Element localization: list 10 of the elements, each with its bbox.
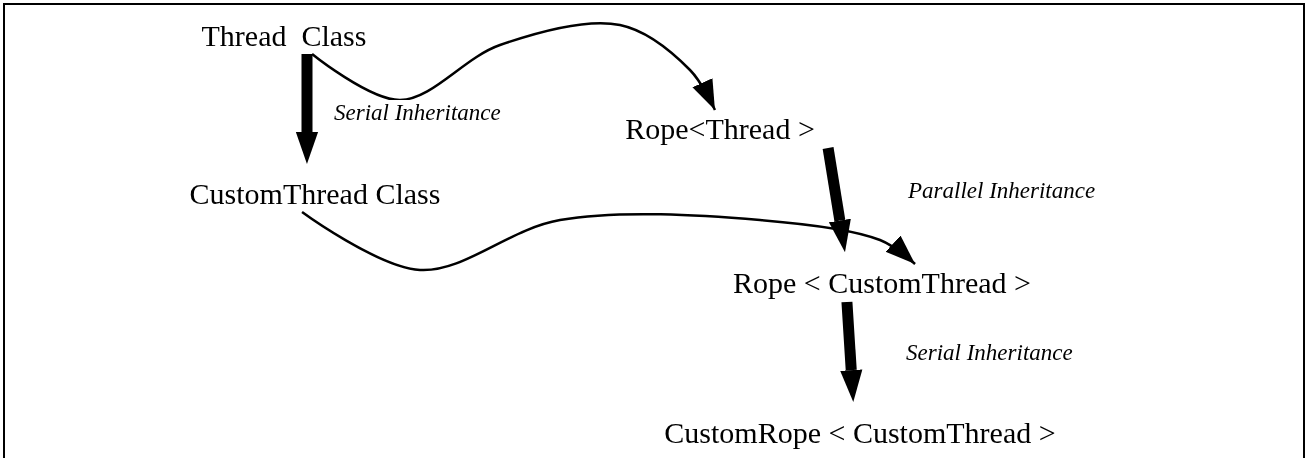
thick-arrow [822, 147, 851, 253]
curved-arrow [311, 22, 717, 111]
class-label: Rope < CustomThread > [678, 264, 1086, 302]
curved-arrow [301, 210, 916, 272]
class-label: Thread Class [200, 18, 368, 54]
thick-arrow [840, 301, 863, 402]
class-label: CustomThread Class [140, 176, 490, 212]
class-label: CustomRope < CustomThread > [612, 414, 1108, 452]
thick-arrow [295, 54, 319, 164]
class-label: Rope<Thread > [580, 110, 860, 148]
